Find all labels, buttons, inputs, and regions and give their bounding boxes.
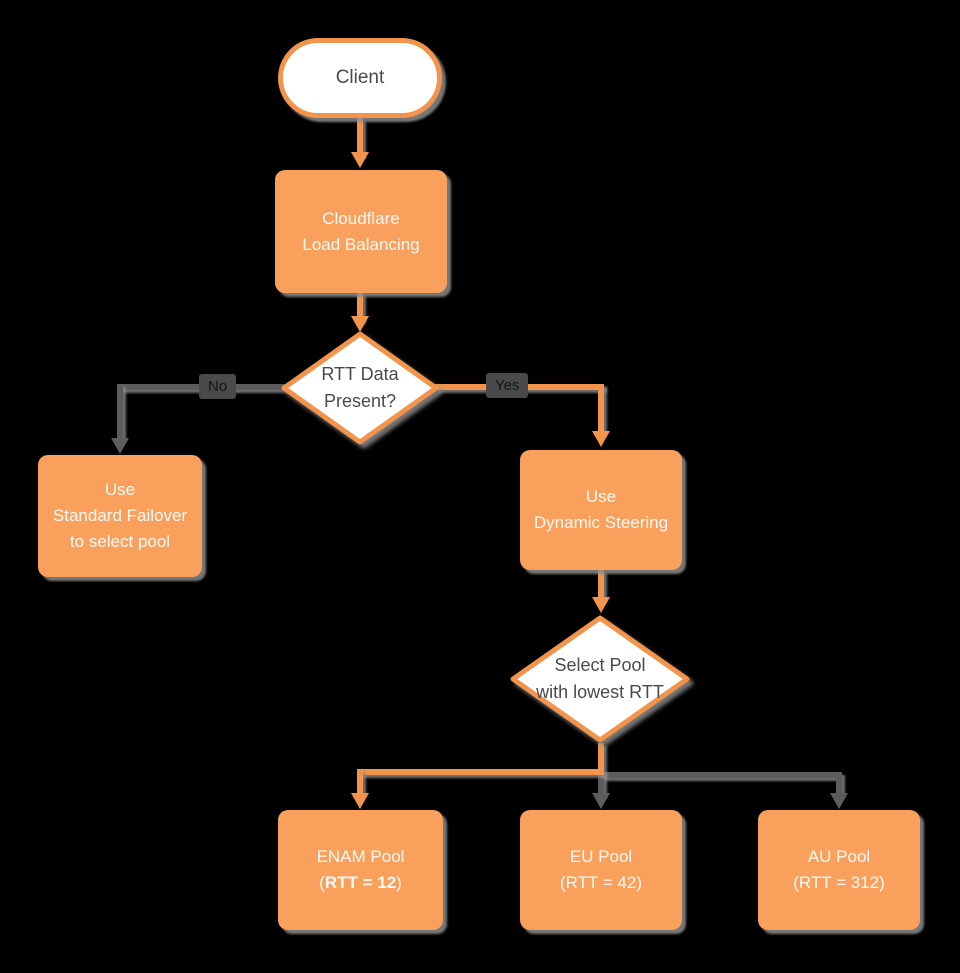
no-edge-label: No (199, 374, 237, 399)
arrow-down-icon (351, 316, 369, 332)
node-enam-pool: ENAM Pool (RTT = 12) (278, 810, 443, 930)
node-client: Client (278, 38, 442, 118)
connector-au-horizontal (601, 772, 839, 778)
connector-client-to-lb (357, 118, 363, 156)
node-cloudflare-load-balancing: Cloudflare Load Balancing (275, 170, 447, 293)
node-label-line: Cloudflare (322, 208, 400, 228)
decision-select-pool-lowest-rtt: Select Pool with lowest RTT (510, 615, 690, 743)
connector-eu-vertical (598, 772, 604, 795)
connector-yes-vertical (598, 384, 604, 432)
node-label-line: Load Balancing (302, 234, 420, 254)
node-client-label: Client (335, 67, 385, 88)
node-au-pool: AU Pool (RTT = 312) (758, 810, 920, 930)
arrow-down-icon (351, 793, 369, 809)
node-label-line: ENAM Pool (316, 847, 405, 866)
decision-rtt-data-present: RTT Data Present? (281, 331, 439, 445)
node-label-line: Use (104, 480, 136, 499)
node-label-line: (RTT = 12) (319, 870, 402, 896)
connector-decision-to-junction (598, 743, 604, 775)
arrow-down-icon (830, 793, 848, 809)
node-label-line: RTT Data (321, 364, 399, 384)
node-label-line: with lowest RTT (536, 682, 664, 702)
connector-no-vertical (117, 384, 123, 440)
node-label-line: EU Pool (569, 847, 633, 866)
arrow-down-icon (111, 438, 129, 454)
node-label-line: to select pool (69, 532, 171, 551)
connector-enam-horizontal (357, 769, 604, 775)
node-label-line: Standard Failover (52, 506, 188, 525)
node-label-line: Use (585, 487, 617, 506)
node-label-line: AU Pool (807, 847, 871, 866)
connector-lb-to-decision (357, 293, 363, 321)
node-label-line: Present? (323, 391, 397, 411)
arrow-down-icon (592, 597, 610, 613)
connector-steering-to-decision (598, 570, 604, 600)
decision-label: RTT Data Present? (281, 331, 439, 445)
connector-enam-vertical (357, 769, 363, 795)
node-label-line: Dynamic Steering (533, 513, 669, 532)
node-label-line: (RTT = 42) (559, 873, 643, 892)
rtt-value-bold: RTT = 12 (324, 873, 397, 892)
arrow-down-icon (592, 793, 610, 809)
arrow-down-icon (351, 152, 369, 168)
paren-open: ( (319, 873, 325, 892)
arrow-down-icon (592, 431, 610, 447)
node-label-line: (RTT = 312) (793, 873, 885, 892)
node-dynamic-steering: Use Dynamic Steering (520, 450, 682, 570)
paren-close: ) (396, 873, 402, 892)
connector-au-vertical (836, 772, 842, 795)
decision-label: Select Pool with lowest RTT (510, 615, 690, 743)
yes-edge-label: Yes (486, 373, 529, 398)
node-standard-failover: Use Standard Failover to select pool (38, 455, 202, 577)
node-eu-pool: EU Pool (RTT = 42) (520, 810, 682, 930)
node-label-line: Select Pool (554, 655, 646, 675)
